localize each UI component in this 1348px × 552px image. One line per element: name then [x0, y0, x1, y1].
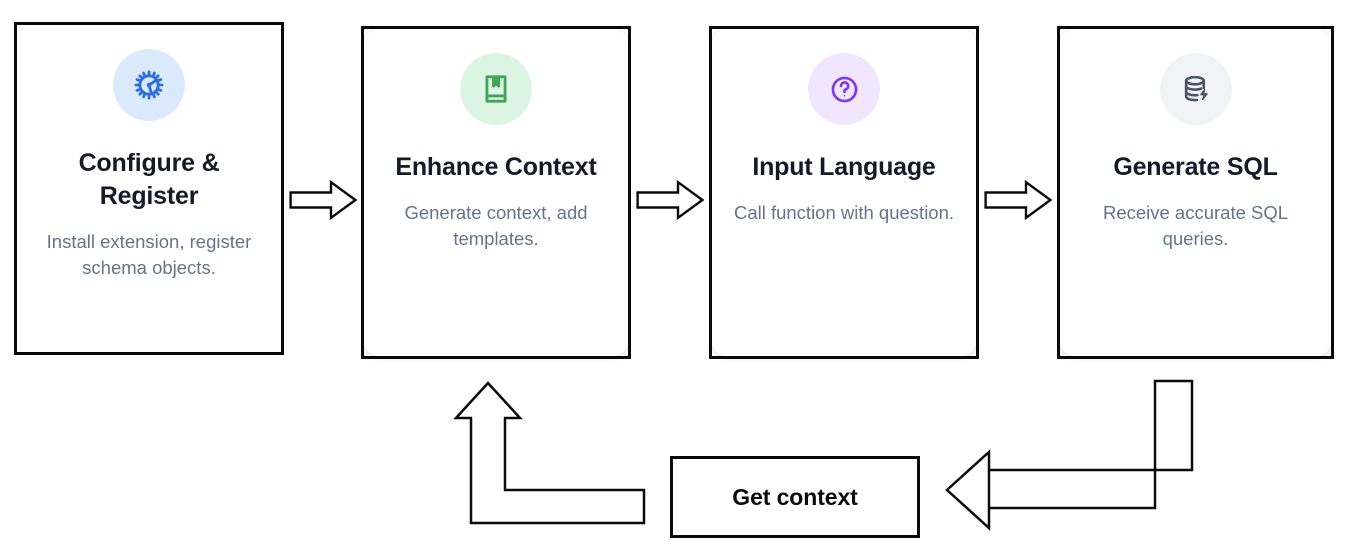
arrow-step2-to-step3 — [636, 180, 704, 220]
arrow-step1-to-step2 — [289, 180, 357, 220]
database-bolt-icon-badge — [1159, 53, 1232, 125]
get-context-label: Get context — [732, 483, 858, 510]
step-card-enhance-context[interactable]: Enhance Context Generate context, add te… — [361, 26, 631, 359]
database-bolt-icon — [1184, 75, 1208, 101]
arrow-step3-to-step4 — [984, 180, 1052, 220]
step-card-body: Configure & Register Install extension, … — [17, 25, 281, 352]
get-context-box[interactable]: Get context — [670, 456, 920, 538]
gear-icon — [134, 70, 164, 100]
right-arrow-icon — [289, 180, 357, 220]
step-card-generate-sql[interactable]: Generate SQL Receive accurate SQL querie… — [1057, 26, 1334, 359]
step-card-title: Configure & Register — [78, 149, 220, 210]
step-card-title: Enhance Context — [395, 153, 597, 181]
step-card-title: Generate SQL — [1113, 153, 1278, 181]
arrow-get-context-to-enhance-context — [453, 381, 646, 525]
step-card-description: Install extension, register schema objec… — [46, 231, 252, 279]
step-card-description: Generate context, add templates. — [404, 202, 588, 250]
step-card-body: Generate SQL Receive accurate SQL querie… — [1060, 29, 1331, 356]
step-card-input-language[interactable]: Input Language Call function with questi… — [709, 26, 979, 359]
step-card-description: Call function with question. — [733, 202, 955, 223]
circle-question-icon-badge — [808, 53, 880, 125]
step-card-title: Input Language — [752, 153, 936, 181]
right-arrow-icon — [984, 180, 1052, 220]
book-bookmark-icon — [485, 75, 507, 103]
step-card-configure-register[interactable]: Configure & Register Install extension, … — [14, 22, 284, 355]
arrow-generate-sql-to-get-context — [945, 379, 1194, 531]
book-bookmark-icon-badge — [460, 53, 532, 125]
step-card-body: Enhance Context Generate context, add te… — [364, 29, 628, 356]
right-arrow-icon — [636, 180, 704, 220]
step-card-description: Receive accurate SQL queries. — [1102, 202, 1289, 250]
step-card-body: Input Language Call function with questi… — [712, 29, 976, 356]
circle-question-icon — [831, 76, 857, 102]
gear-icon-badge — [113, 49, 185, 121]
